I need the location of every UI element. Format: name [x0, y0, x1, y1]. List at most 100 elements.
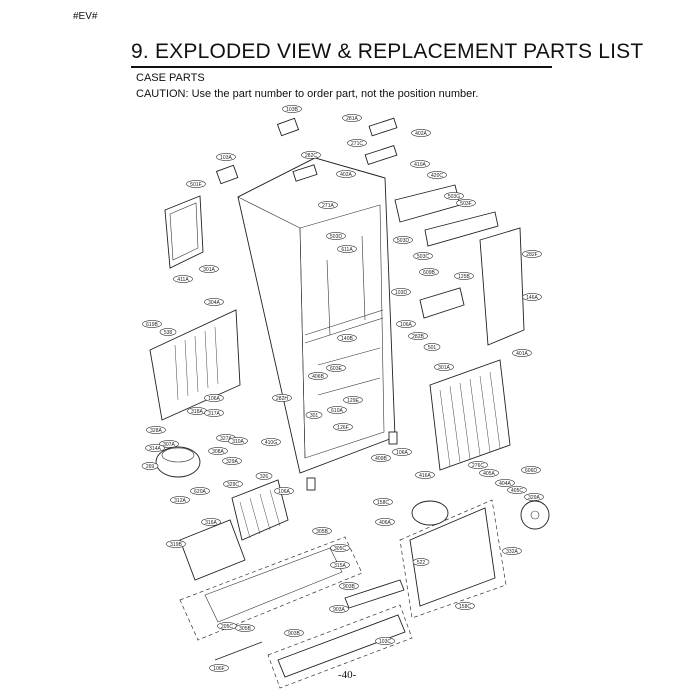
page-number: -40-	[338, 669, 357, 681]
callout-106a: 106A	[392, 448, 412, 456]
callout-503d: 503D	[393, 236, 413, 244]
callout-label: 503D	[397, 238, 409, 244]
fan-shroud	[411, 500, 449, 526]
callout-label: 314A	[149, 446, 161, 452]
callout-103b: 103B	[282, 105, 302, 113]
callout-503g: 503G	[444, 192, 464, 200]
callout-label: 301	[310, 413, 319, 419]
callout-282h: 282H	[272, 394, 292, 402]
callout-label: 271C	[351, 141, 363, 147]
callout-903b: 903B	[339, 582, 359, 590]
callout-282b: 282B	[408, 332, 428, 340]
callout-282f: 282F	[522, 250, 542, 258]
callout-label: 158C	[377, 500, 389, 506]
callout-label: 301A	[203, 267, 215, 273]
callout-405c: 405C	[507, 486, 527, 494]
callout-406a: 406A	[375, 518, 395, 526]
control-box	[394, 184, 461, 223]
callout-332a: 332A	[502, 547, 522, 555]
rear-cover	[409, 507, 496, 607]
callout-label: 276C	[472, 463, 484, 469]
control-panel	[424, 211, 499, 247]
kick-plate-outline	[267, 604, 413, 689]
callout-label: 158C	[459, 604, 471, 610]
callout-305b: 305B	[235, 624, 255, 632]
callout-522: 522	[412, 558, 430, 566]
callout-329a: 329A	[524, 493, 544, 501]
callout-label: 329A	[528, 495, 540, 501]
callout-305b: 305B	[312, 527, 332, 535]
callout-106a: 106A	[396, 320, 416, 328]
hinge-cover	[368, 117, 398, 137]
hinge-bracket	[364, 145, 398, 165]
callout-label: 304A	[208, 300, 220, 306]
callout-label: 603E	[330, 366, 342, 372]
callout-314a: 314A	[145, 444, 165, 452]
drain-pan	[179, 519, 246, 581]
callout-label: 308A	[212, 449, 224, 455]
callout-label: 305B	[316, 529, 328, 535]
damper-tray	[419, 287, 465, 319]
callout-410a: 410A	[410, 160, 430, 168]
callout-420c: 420C	[427, 171, 447, 179]
callout-620a: 620A	[190, 487, 210, 495]
callout-label: 305B	[239, 626, 251, 632]
callout-304a: 304A	[204, 298, 224, 306]
callout-319b: 319B	[166, 540, 186, 548]
callout-129e: 129E	[343, 396, 363, 404]
callout-140b: 140B	[337, 334, 357, 342]
callout-label: 317A	[208, 411, 220, 417]
callout-271c: 271C	[347, 139, 367, 147]
cabinet-body	[237, 157, 396, 474]
callout-label: 503G	[448, 194, 460, 200]
callout-label: 271A	[322, 203, 334, 209]
callout-label: 282C	[305, 153, 317, 159]
section-subtitle: CASE PARTS	[136, 72, 205, 84]
callout-label: 327A	[220, 436, 232, 442]
callout-label: 404A	[499, 481, 511, 487]
callout-label: 310A	[232, 439, 244, 445]
callout-310a: 310A	[228, 437, 248, 445]
callout-276c: 276C	[468, 461, 488, 469]
callout-label: 106A	[278, 489, 290, 495]
callout-271a: 271A	[318, 201, 338, 209]
callout-103d: 103D	[391, 288, 411, 296]
callout-label: 316A	[205, 520, 217, 526]
callout-label: 903A	[333, 607, 345, 613]
callout-603e: 603E	[326, 364, 346, 372]
callout-label: 416A	[419, 473, 431, 479]
callout-158c: 158C	[373, 498, 393, 506]
callout-619b: 619B	[142, 320, 162, 328]
callout-326: 326	[255, 472, 273, 480]
callout-106a: 106A	[204, 394, 224, 402]
callout-label: 307A	[163, 442, 175, 448]
callout-312a: 312A	[170, 496, 190, 504]
callout-503f: 503F	[456, 199, 476, 207]
top-hinge	[292, 164, 318, 182]
callout-label: 103C	[379, 639, 391, 645]
callout-503d: 503D	[326, 232, 346, 240]
callout-606d: 606D	[521, 466, 541, 474]
callout-label: 103A	[220, 155, 232, 161]
callout-410g: 410G	[261, 438, 281, 446]
callout-610a: 610A	[327, 406, 347, 414]
callout-103a: 103A	[216, 153, 236, 161]
callout-609b: 609B	[419, 268, 439, 276]
callout-315a: 315A	[330, 561, 350, 569]
callout-label: 503D	[330, 234, 342, 240]
callout-401a: 401A	[512, 349, 532, 357]
grille-strip	[344, 579, 405, 609]
callout-label: 329C	[227, 482, 239, 488]
callout-label: 610A	[331, 408, 343, 414]
callout-label: 126F	[337, 425, 348, 431]
callout-label: 129E	[347, 398, 359, 404]
machine-cover	[149, 309, 241, 421]
evaporator	[429, 359, 511, 471]
callout-328a: 328A	[146, 426, 166, 434]
callout-label: 903B	[343, 584, 355, 590]
callout-label: 522	[417, 560, 426, 566]
air-duct	[479, 227, 525, 346]
callout-label: 332A	[506, 549, 518, 555]
callout-282c: 282C	[301, 151, 321, 159]
